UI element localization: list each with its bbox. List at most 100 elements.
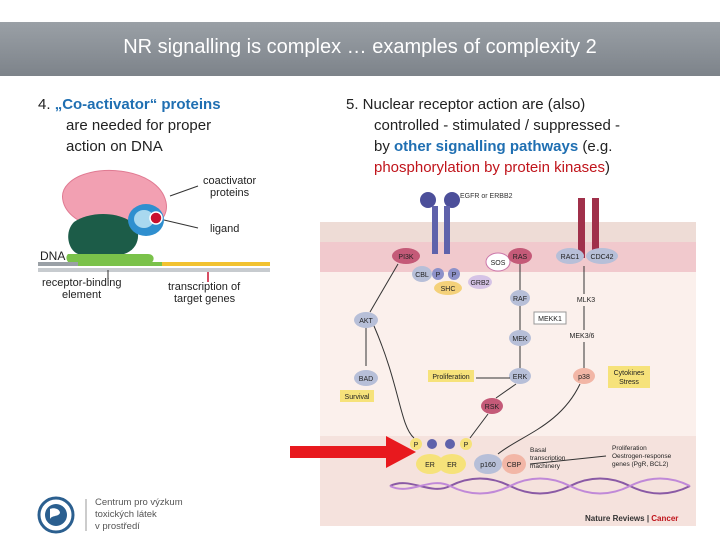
line4-suffix: ) <box>604 159 610 176</box>
response-element <box>78 262 162 266</box>
basal-label-3: machinery <box>530 463 561 470</box>
cytokines-label-2: Stress <box>619 379 639 386</box>
line3-suffix: (e.g. <box>578 138 613 155</box>
dna-label: DNA <box>40 249 65 263</box>
bad-label: BAD <box>359 376 373 383</box>
ras-node <box>508 248 532 264</box>
shc-node <box>434 281 462 295</box>
slide-title: NR signalling is complex … examples of c… <box>123 36 597 58</box>
erk-node <box>509 368 531 384</box>
credit-sep: | <box>644 514 652 523</box>
proliferation-label: Proliferation <box>432 374 469 381</box>
cbl-node <box>412 266 432 282</box>
rbe-label-1: receptor-binding <box>42 277 122 289</box>
logo-text-3: v prostředí <box>95 521 140 532</box>
logo-text-1: Centrum pro výzkum <box>95 497 183 508</box>
rbe-label-2: element <box>62 289 101 301</box>
mekk1-label: MEKK1 <box>538 316 562 323</box>
output-label-2: Oestrogen-response <box>612 453 672 460</box>
left-bullet-line3: action on DNA <box>66 138 163 155</box>
right-bullet: 5. Nuclear receptor action are (also) co… <box>346 94 696 178</box>
figure-credit: Nature Reviews | Cancer <box>585 514 678 523</box>
right-bullet-line4: phosphorylation by protein kinases) <box>346 157 696 178</box>
right-bullet-line2: controlled - stimulated / suppressed - <box>374 117 620 134</box>
akt-label: AKT <box>359 318 373 325</box>
coactivator-diagram: coactivator proteins ligand DNA receptor… <box>38 162 270 310</box>
cytokines-box <box>608 366 650 388</box>
arrow-erk-rsk <box>495 383 517 399</box>
signalling-diagram: EGFR or ERBB2 PI3K CBL P P SHC SOS RAS G… <box>320 186 696 526</box>
red-arrow-shaft <box>290 446 388 458</box>
estrogen-1 <box>427 439 437 449</box>
cdc42-node <box>586 248 618 264</box>
cytokine-receptor-right <box>592 198 599 258</box>
mekk1-box <box>533 311 567 325</box>
left-bullet-line2: are needed for proper <box>66 117 212 134</box>
tx-label-1: transcription of <box>168 281 241 293</box>
right-bullet-line3: by other signalling pathways (e.g. <box>346 136 696 157</box>
ligand-pointer <box>163 219 199 229</box>
coactivator-label-1: coactivator <box>203 175 257 187</box>
proliferation-box <box>428 370 474 382</box>
p-label-er-2: P <box>464 442 469 449</box>
bad-node <box>354 370 378 386</box>
akt-node <box>354 312 378 328</box>
estrogen-2 <box>445 439 455 449</box>
rac1-node <box>556 248 584 264</box>
sos-node <box>485 252 511 272</box>
basal-label-2: transcription <box>530 455 566 462</box>
title-bar <box>0 22 720 76</box>
egf-ligand-right <box>444 192 460 208</box>
mek-label: MEK <box>512 336 528 343</box>
survival-box <box>340 390 374 402</box>
arrow-rsk-er <box>469 413 489 439</box>
dna-helix-strand-1 <box>389 477 691 495</box>
ligand-label: ligand <box>210 223 239 235</box>
output-label-1: Proliferation <box>612 445 647 452</box>
red-arrow-head <box>386 436 416 468</box>
raf-label: RAF <box>513 296 527 303</box>
target-gene <box>162 262 270 266</box>
dna-strand-bottom <box>38 268 270 272</box>
cbl-label: CBL <box>415 272 429 279</box>
cytokines-label-1: Cytokines <box>614 370 645 377</box>
egf-ligand-left <box>420 192 436 208</box>
receptor-shape <box>68 214 139 254</box>
grb2-node <box>468 275 492 289</box>
p160-node <box>474 454 502 474</box>
p-label-er-1: P <box>414 442 419 449</box>
receptor-chain-right <box>444 206 450 254</box>
p-site-2 <box>448 268 460 280</box>
line3-prefix: by <box>374 138 395 155</box>
rsk-node <box>481 398 503 414</box>
rac1-label: RAC1 <box>561 254 580 261</box>
erk-label: ERK <box>513 374 528 381</box>
line4-highlight: phosphorylation by protein kinases <box>374 159 605 176</box>
p-site-er-1 <box>410 438 422 450</box>
egfr-label: EGFR or ERBB2 <box>460 193 513 200</box>
mek-node <box>509 330 531 346</box>
red-arrow <box>290 436 416 468</box>
p38-label: p38 <box>578 374 590 381</box>
cdc42-label: CDC42 <box>591 254 614 261</box>
line3-highlight: other signalling pathways <box>394 138 579 155</box>
cbp-label: CBP <box>507 462 522 469</box>
coactivator-label-2: proteins <box>210 187 250 199</box>
raf-node <box>510 290 530 306</box>
arrow-transcription-output <box>529 455 607 465</box>
p-label-1: P <box>436 272 441 279</box>
rsk-label: RSK <box>485 404 500 411</box>
output-label-3: genes (PgR, BCL2) <box>612 461 668 468</box>
logo-continent <box>50 508 60 519</box>
dna-helix-strand-2 <box>389 477 691 495</box>
arrow-pi3k-akt <box>369 263 399 313</box>
cbp-node <box>502 454 526 474</box>
logo-text-2: toxických látek <box>95 509 157 520</box>
receptor-chain-left <box>432 206 438 254</box>
cytokine-receptor-left <box>578 198 585 258</box>
grb2-label: GRB2 <box>470 280 489 287</box>
coactivator-pointer <box>169 185 199 197</box>
credit-sub: Cancer <box>651 514 679 523</box>
arrow-p38-p160 <box>497 383 581 455</box>
credit-main: Nature Reviews <box>585 514 645 523</box>
